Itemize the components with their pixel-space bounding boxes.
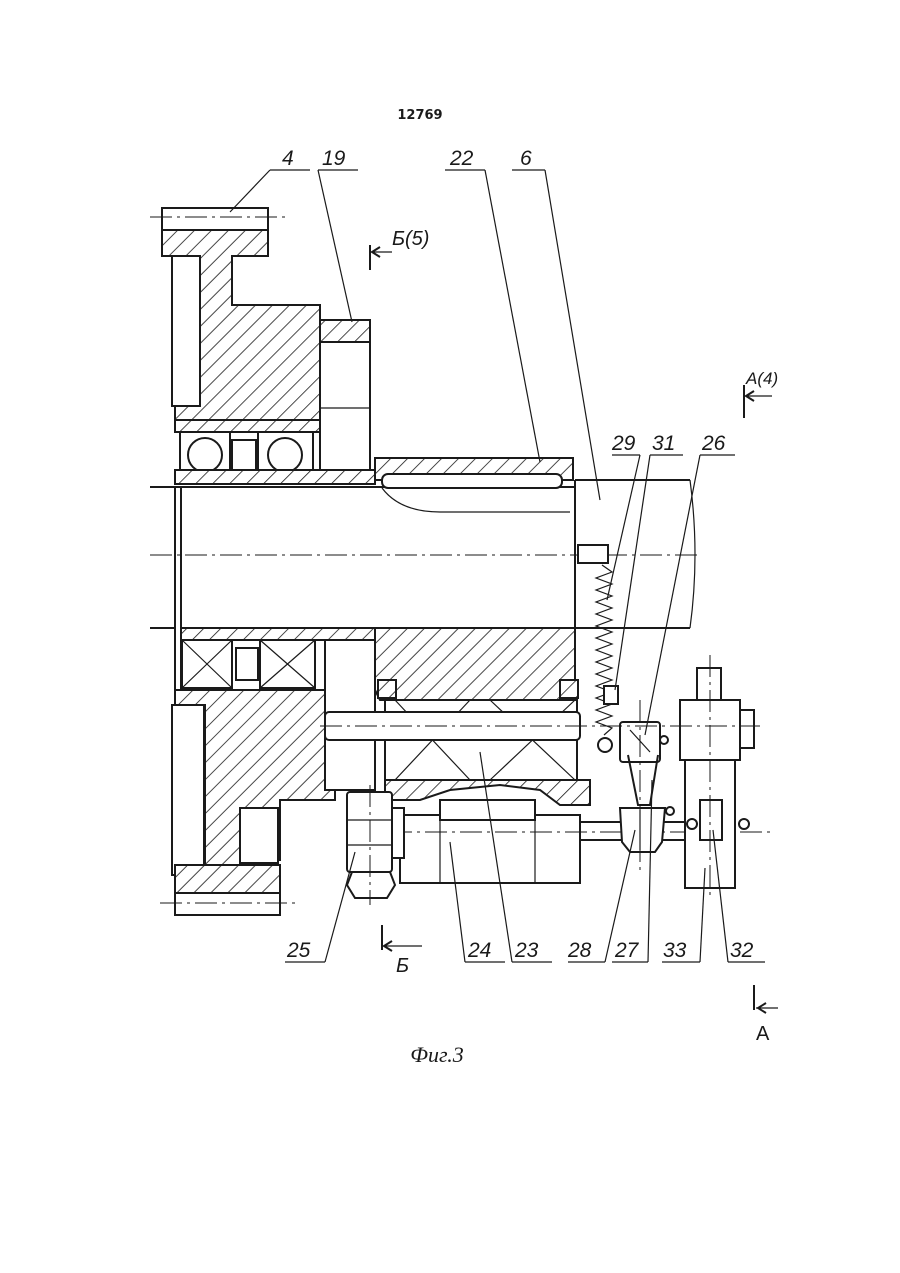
- hub-22: [375, 458, 573, 512]
- page-number: 12769: [397, 108, 442, 123]
- label-32: 32: [730, 939, 754, 962]
- label-29: 29: [611, 432, 636, 455]
- label-31: 31: [652, 432, 675, 455]
- section-mark-right-top: [744, 385, 772, 418]
- gear-19: [320, 320, 370, 472]
- section-label-top: Б(5): [392, 228, 429, 250]
- section-mark-top: [370, 245, 392, 270]
- pin-23: [320, 712, 600, 740]
- label-19: 19: [322, 147, 346, 170]
- label-25: 25: [286, 939, 311, 962]
- section-label-right-bottom: А: [756, 1023, 770, 1045]
- section-mark-right-bottom: [754, 985, 778, 1013]
- figure-caption: Фиг.3: [410, 1042, 464, 1067]
- label-24: 24: [467, 939, 491, 962]
- label-28: 28: [567, 939, 592, 962]
- label-26: 26: [701, 432, 726, 455]
- spring-29: [596, 565, 618, 752]
- label-27: 27: [614, 939, 640, 962]
- label-23: 23: [514, 939, 539, 962]
- section-label-bottom: Б: [396, 955, 409, 977]
- label-22: 22: [449, 147, 474, 170]
- nut-25: [347, 785, 404, 905]
- label-4: 4: [282, 147, 294, 170]
- bracket-33: [600, 655, 760, 900]
- label-33: 33: [663, 939, 687, 962]
- section-mark-bottom: [382, 925, 422, 951]
- section-label-right-top: А(4): [745, 369, 778, 388]
- label-6: 6: [520, 147, 532, 170]
